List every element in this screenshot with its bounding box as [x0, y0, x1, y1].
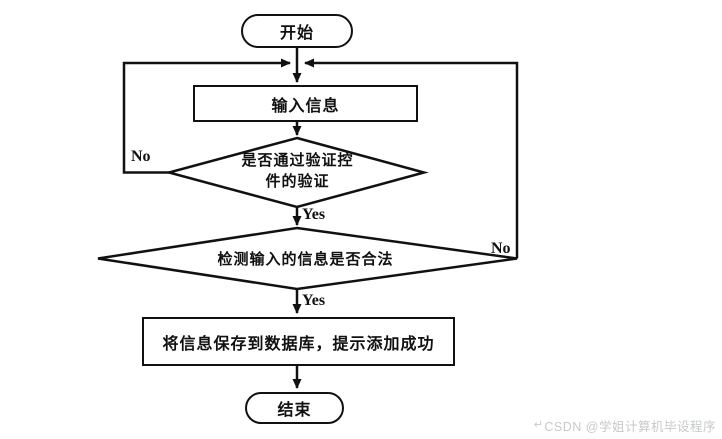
decision-validation-diamond — [164, 136, 429, 209]
start-node: 开始 — [241, 14, 353, 48]
watermark-text: CSDN @学姐计算机毕设程序 — [544, 420, 716, 434]
end-node: 结束 — [245, 392, 344, 424]
legal-yes-label: Yes — [302, 292, 326, 309]
csdn-watermark: ↵ CSDN @学姐计算机毕设程序 — [534, 416, 716, 435]
decision-validation-line1: 是否通过验证控 — [241, 152, 354, 169]
decision-validation-label: 是否通过验证控 件的验证 — [197, 150, 398, 192]
return-arrow-icon: ↵ — [533, 419, 544, 431]
decision-validation-line2: 件的验证 — [265, 173, 330, 190]
validation-yes-label: Yes — [302, 206, 326, 223]
edge-validation-no-loop — [122, 58, 291, 174]
save-info-node: 将信息保存到数据库，提示添加成功 — [142, 317, 455, 366]
legal-no-label: No — [491, 240, 511, 257]
decision-legal-diamond — [97, 226, 518, 291]
edge-legal-no-loop — [304, 58, 519, 259]
validation-no-label: No — [131, 148, 151, 165]
decision-legal-label: 检测输入的信息是否合法 — [217, 251, 394, 268]
input-info-node: 输入信息 — [193, 85, 418, 122]
